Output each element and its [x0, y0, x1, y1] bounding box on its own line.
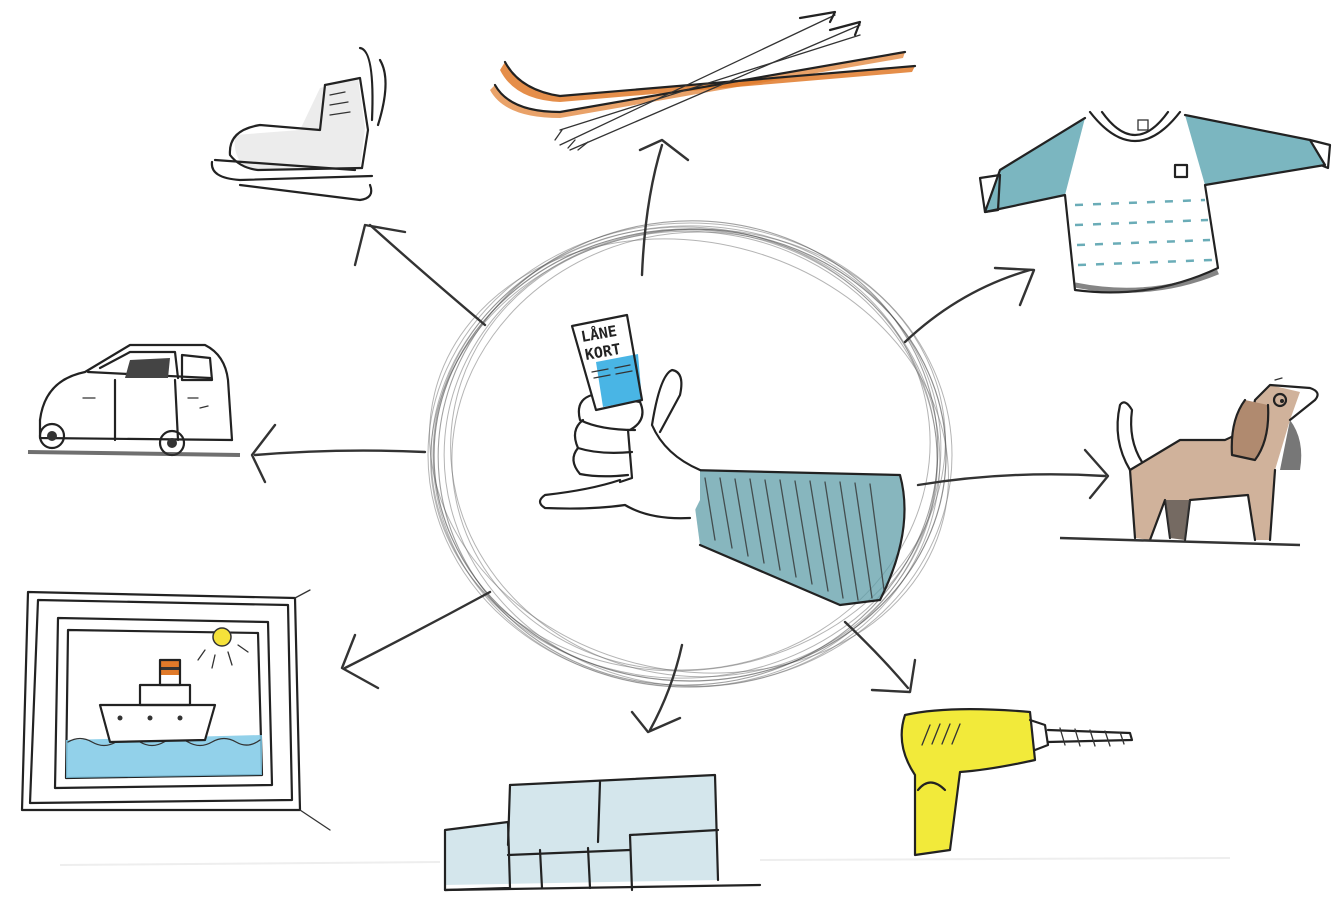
painting-icon: [22, 590, 330, 830]
sofa-icon: [445, 775, 760, 890]
hand-with-card: LÅNE KORT: [540, 315, 905, 605]
sweater-icon: [980, 112, 1330, 292]
arrow-to-skis: [640, 140, 688, 275]
arrow-to-painting: [342, 592, 490, 688]
arrow-to-sofa: [632, 645, 682, 732]
library-card: LÅNE KORT: [572, 315, 642, 410]
arrow-to-car: [252, 425, 425, 482]
car-icon: [28, 345, 240, 455]
arrow-to-drill: [845, 622, 915, 692]
dog-icon: [1060, 378, 1318, 545]
central-ring: [383, 185, 995, 727]
skis-icon: [490, 12, 915, 150]
arrow-to-sweater: [905, 268, 1034, 342]
arrow-to-ice-skates: [355, 225, 485, 325]
drill-icon: [902, 709, 1132, 855]
ice-skate-icon: [212, 48, 386, 200]
